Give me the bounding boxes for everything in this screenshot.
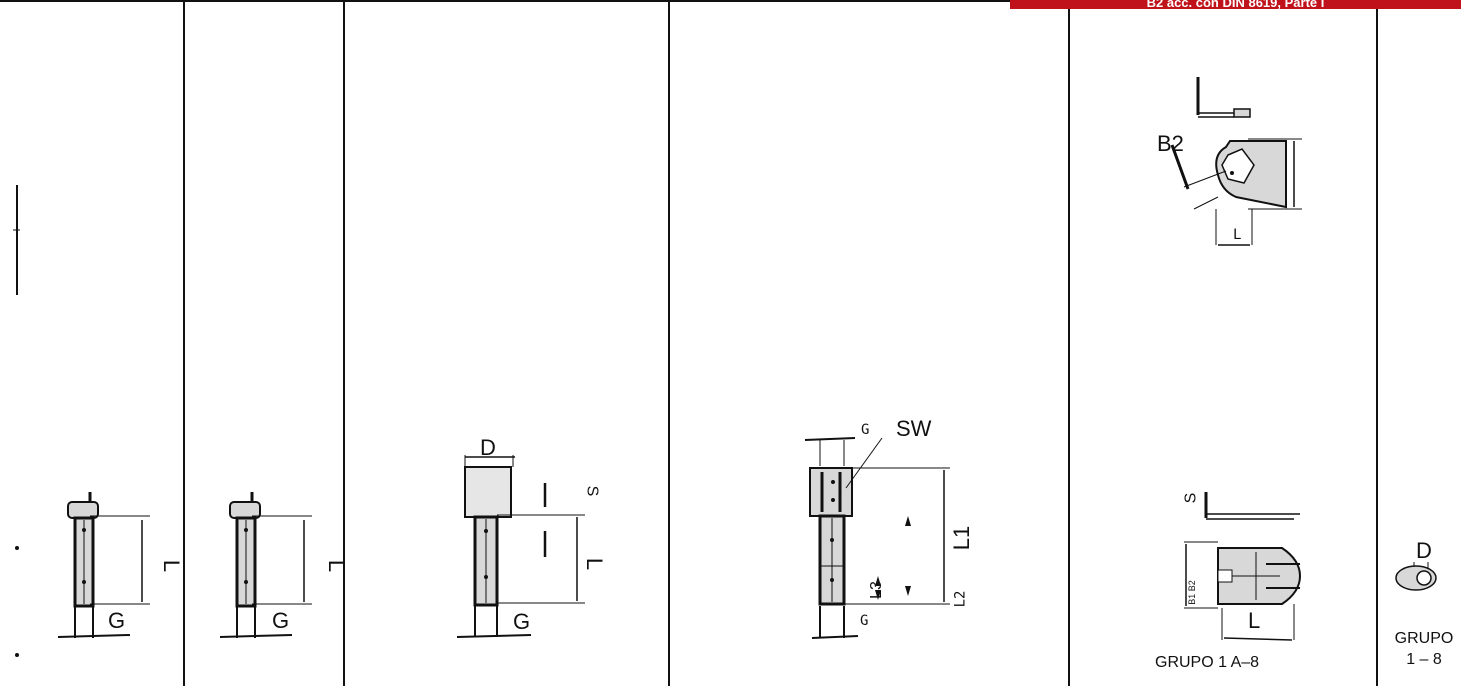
p6-caption-line1: GRUPO xyxy=(1394,630,1454,647)
p4-sw-label: SW xyxy=(896,416,932,441)
p5-s-label: S xyxy=(1182,492,1200,504)
p6-caption-line2: 1 – 8 xyxy=(1406,651,1442,668)
p3-s-label: S xyxy=(583,485,601,497)
top-view-drawing xyxy=(1170,77,1302,246)
column-divider-1 xyxy=(183,0,185,686)
hex-screw-drawing xyxy=(804,437,950,639)
column-divider-3 xyxy=(668,0,670,686)
p4-g-label: G xyxy=(860,613,869,629)
margin-ticks xyxy=(13,185,20,657)
p6-d-label: D xyxy=(1416,538,1432,563)
bolt-drawing-2 xyxy=(219,492,312,638)
p4-l3-label: L3 xyxy=(867,581,885,599)
p3-g-label: G xyxy=(513,609,531,634)
p5-l-top-label: L xyxy=(1233,227,1242,243)
p4-l1-label: L1 xyxy=(949,525,975,551)
washer-drawing xyxy=(1395,562,1437,591)
p2-g-label: G xyxy=(272,608,290,633)
p5-b1b2-label: B1 B2 xyxy=(1186,580,1197,605)
p1-g-label: G xyxy=(108,608,126,633)
p1-l-label: L xyxy=(159,559,185,573)
p2-l-label: L xyxy=(324,559,350,573)
column-divider-2 xyxy=(343,0,345,686)
standard-banner: B2 acc. con DIN 8619, Parte I xyxy=(1010,0,1461,9)
p5-l-bottom-label: L xyxy=(1248,608,1261,633)
socket-screw-drawing xyxy=(456,455,585,638)
p5-caption: GRUPO 1 A–8 xyxy=(1155,654,1260,671)
p3-l-label: L xyxy=(582,557,608,571)
p3-d-label: D xyxy=(480,435,496,460)
column-divider-4 xyxy=(1068,0,1070,686)
bolt-drawing-1 xyxy=(57,492,150,638)
p4-l2-label: L2 xyxy=(952,590,969,608)
p4-g-top-label: G xyxy=(861,422,870,438)
top-border xyxy=(0,0,1461,2)
slotted-nut-drawing xyxy=(1184,492,1302,641)
column-divider-5 xyxy=(1376,0,1378,686)
p5-b2-label: B2 xyxy=(1157,131,1184,156)
